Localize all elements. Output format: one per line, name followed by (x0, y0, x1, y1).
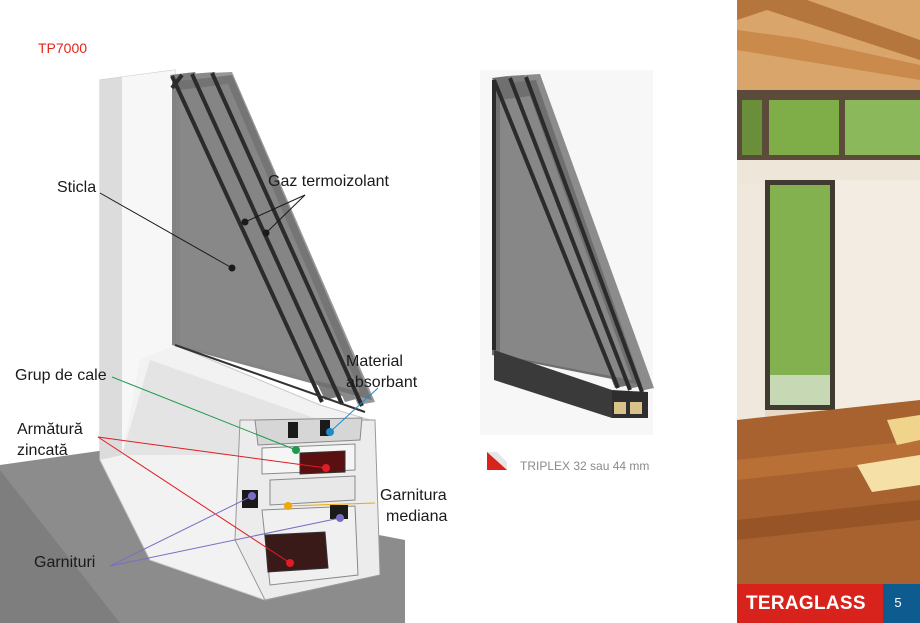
dot-garnituri-1 (248, 492, 256, 500)
leader-grup (111, 376, 297, 451)
page-number-box (883, 584, 920, 623)
leader-gaz-1 (244, 194, 306, 223)
dot-armatura-1 (322, 464, 330, 472)
label-garnituri: Garnituri (34, 554, 96, 571)
label-material: Material (346, 353, 403, 370)
dot-armatura-2 (286, 559, 294, 567)
label-absorbant: absorbant (346, 374, 418, 391)
interior-photo (737, 0, 920, 623)
dot-sticla (228, 264, 236, 272)
label-grup-de-cale: Grup de cale (15, 367, 107, 384)
leader-sticla (99, 192, 233, 269)
label-sticla: Sticla (57, 179, 97, 196)
steel-reinforcement-bottom (264, 531, 329, 573)
brand-bar (737, 584, 883, 623)
label-garnitura: Garnitura (380, 487, 447, 504)
dot-gaz-1 (241, 218, 249, 226)
leader-gaz-2 (265, 194, 306, 234)
page-number: 5 (894, 595, 902, 610)
leader-armatura-1 (97, 436, 327, 469)
leader-garnituri-1 (109, 495, 253, 567)
label-zincata: zincată (17, 442, 68, 459)
caption-corner-icon (487, 452, 507, 470)
triplex-caption: TRIPLEX 32 sau 44 mm (520, 459, 650, 473)
dot-gaz-2 (262, 229, 270, 237)
label-armatura: Armătură (17, 421, 83, 438)
triplex-glass-unit (480, 70, 654, 435)
page-title: TP7000 (38, 40, 88, 56)
steel-reinforcement-top (299, 450, 346, 475)
dot-garnituri-2 (336, 514, 344, 522)
brand-name: TERAGLASS (746, 593, 866, 614)
label-gaz-termoizolant: Gaz termoizolant (268, 173, 389, 190)
leader-garnituri-2 (109, 517, 341, 567)
leader-garnitura (287, 502, 376, 507)
dot-garnitura (284, 502, 292, 510)
leader-material (329, 387, 379, 433)
dot-grup (292, 446, 300, 454)
label-mediana: mediana (386, 508, 448, 525)
dot-material (326, 428, 334, 436)
leader-armatura-2 (97, 436, 291, 564)
